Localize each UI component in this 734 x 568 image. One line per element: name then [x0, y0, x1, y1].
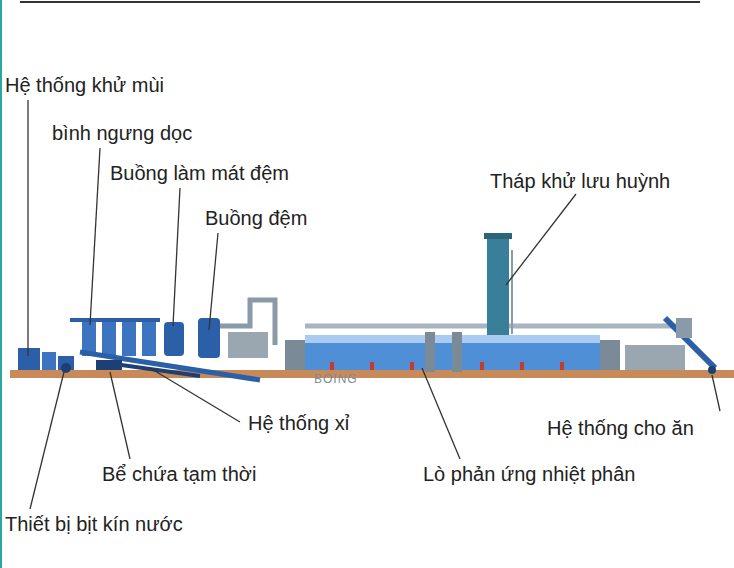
condenser [102, 322, 116, 356]
leader-line [150, 368, 240, 422]
burner [560, 362, 564, 370]
feeding-base [625, 345, 685, 370]
part-label: Hệ thống xỉ [248, 410, 349, 436]
housing [228, 332, 268, 358]
ladder [511, 250, 513, 334]
feeding-conveyor [665, 318, 715, 368]
reactor-band [425, 332, 435, 372]
leader-line [30, 372, 64, 509]
temp-tank [96, 360, 122, 370]
tower-cap [484, 233, 512, 239]
part-label: Tháp khử lưu huỳnh [490, 168, 670, 194]
part-label: Hệ thống cho ăn [547, 415, 694, 441]
slag-conveyor [80, 352, 260, 380]
part-label: Bể chứa tạm thời [102, 461, 256, 487]
ground-base [10, 370, 734, 378]
water-seal [61, 363, 71, 373]
reactor-band [452, 332, 462, 372]
burner [330, 362, 334, 370]
burner [370, 362, 374, 370]
condenser [122, 322, 136, 356]
top-rule [20, 1, 700, 3]
leader-line [173, 188, 180, 326]
leader-line [27, 100, 28, 356]
leader-line [110, 372, 130, 459]
part-label: Buồng làm mát đệm [110, 160, 289, 186]
watermark: BOING [314, 372, 358, 386]
desulfurization-tower [487, 233, 509, 335]
part-label: Thiết bị bịt kín nước [5, 511, 183, 537]
part-label: Hệ thống khử mùi [5, 72, 164, 98]
condenser [142, 322, 156, 356]
side-rule [0, 0, 2, 568]
part-label: bình ngưng dọc [52, 120, 192, 146]
burner [480, 362, 484, 370]
frame [70, 318, 160, 322]
leader-lines [28, 100, 720, 509]
leader-line [90, 148, 100, 325]
hopper [676, 318, 692, 338]
deodorizer [18, 348, 40, 370]
part-label: Lò phản ứng nhiệt phân [423, 461, 635, 487]
part-label: Buồng đệm [205, 205, 307, 231]
leader-line [506, 194, 576, 285]
cooling-chamber [164, 322, 184, 356]
burner [520, 362, 524, 370]
burner [410, 362, 414, 370]
deodorizer [42, 352, 56, 370]
burners [330, 362, 564, 370]
leader-line [209, 233, 218, 330]
reactor-end [600, 340, 620, 370]
feeding-end [708, 366, 716, 374]
leader-line [712, 375, 720, 411]
reactor-end [285, 340, 305, 370]
leader-line [422, 368, 460, 459]
